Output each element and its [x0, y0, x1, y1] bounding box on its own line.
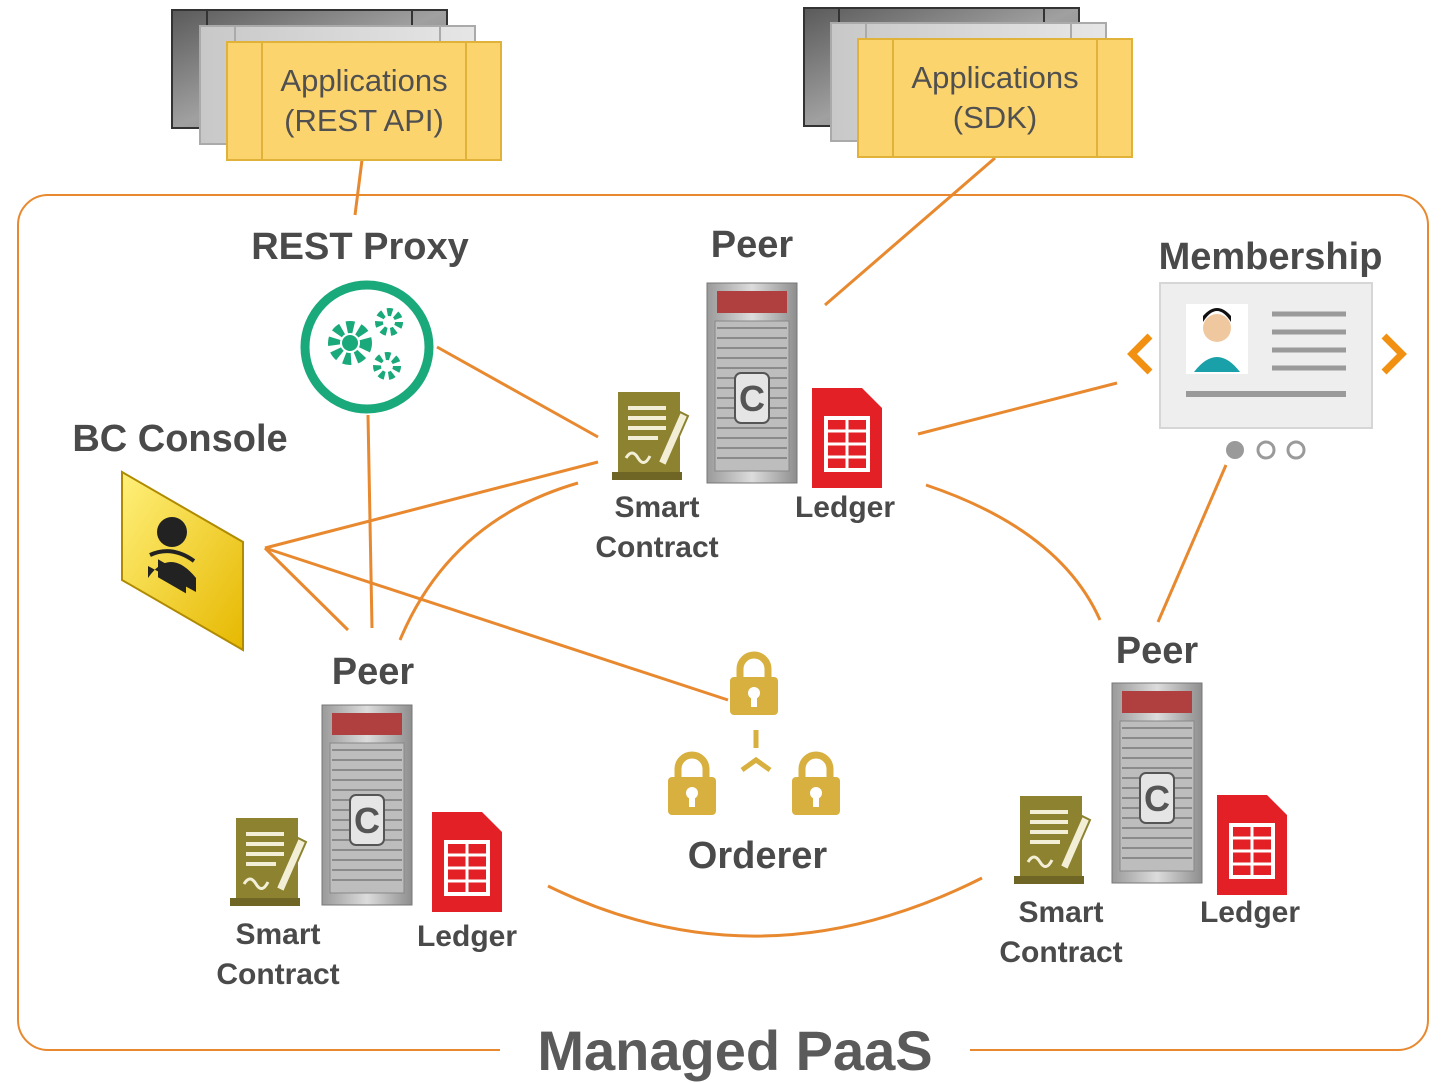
- managed-paas-label: Managed PaaS: [500, 1018, 970, 1083]
- peer-top-smart-contract-label: Smart Contract: [577, 488, 737, 568]
- peer-left-contract-label: Contract: [216, 958, 340, 991]
- applications-rest-line2: (REST API): [284, 103, 444, 138]
- peer-top-contract-icon: [610, 390, 690, 482]
- peer-right-ledger-label: Ledger: [1199, 896, 1301, 929]
- applications-sdk-line2: (SDK): [952, 100, 1038, 135]
- member-card-icon: [1127, 282, 1407, 460]
- membership-label: Membership: [1158, 236, 1383, 278]
- applications-sdk-line1: Applications: [911, 60, 1079, 95]
- applications-rest-line1: Applications: [280, 63, 448, 98]
- peer-right-contract-label: Contract: [999, 936, 1123, 969]
- console-user-icon: [121, 470, 244, 652]
- peer-right-smart-label: Smart: [1018, 896, 1104, 929]
- connector-lines: [263, 156, 1228, 938]
- peer-top-label: Peer: [710, 224, 794, 266]
- peer-top-smart-label: Smart: [614, 491, 700, 524]
- peer-right-smart-contract-label: Smart Contract: [981, 893, 1141, 973]
- peer-top-ledger-icon: [810, 386, 884, 490]
- orderer-label: Orderer: [687, 835, 828, 877]
- applications-sdk-label: Applications (SDK): [858, 58, 1132, 138]
- peer-left-smart-contract-label: Smart Contract: [198, 915, 358, 995]
- peer-left-smart-label: Smart: [235, 918, 321, 951]
- peer-right-label: Peer: [1115, 630, 1199, 672]
- peer-right-server-icon: [1111, 682, 1203, 884]
- locks-icon: [668, 655, 840, 815]
- bc-console-label: BC Console: [72, 418, 288, 460]
- peer-top-server-icon: [706, 282, 798, 484]
- peer-left-contract-icon: [228, 816, 308, 908]
- peer-left-label: Peer: [331, 651, 415, 693]
- rest-proxy-label: REST Proxy: [251, 226, 469, 268]
- gears-icon: [300, 280, 434, 414]
- peer-left-ledger-icon: [430, 810, 504, 914]
- peer-left-ledger-label: Ledger: [416, 920, 518, 953]
- peer-left-server-icon: [321, 704, 413, 906]
- applications-sdk-stack: [803, 7, 1133, 158]
- peer-right-contract-icon: [1012, 794, 1092, 886]
- peer-top-contract-label: Contract: [595, 531, 719, 564]
- applications-rest-label: Applications (REST API): [227, 61, 501, 141]
- applications-rest-stack: [171, 9, 502, 161]
- peer-top-ledger-label: Ledger: [794, 491, 896, 524]
- peer-right-ledger-icon: [1215, 793, 1289, 897]
